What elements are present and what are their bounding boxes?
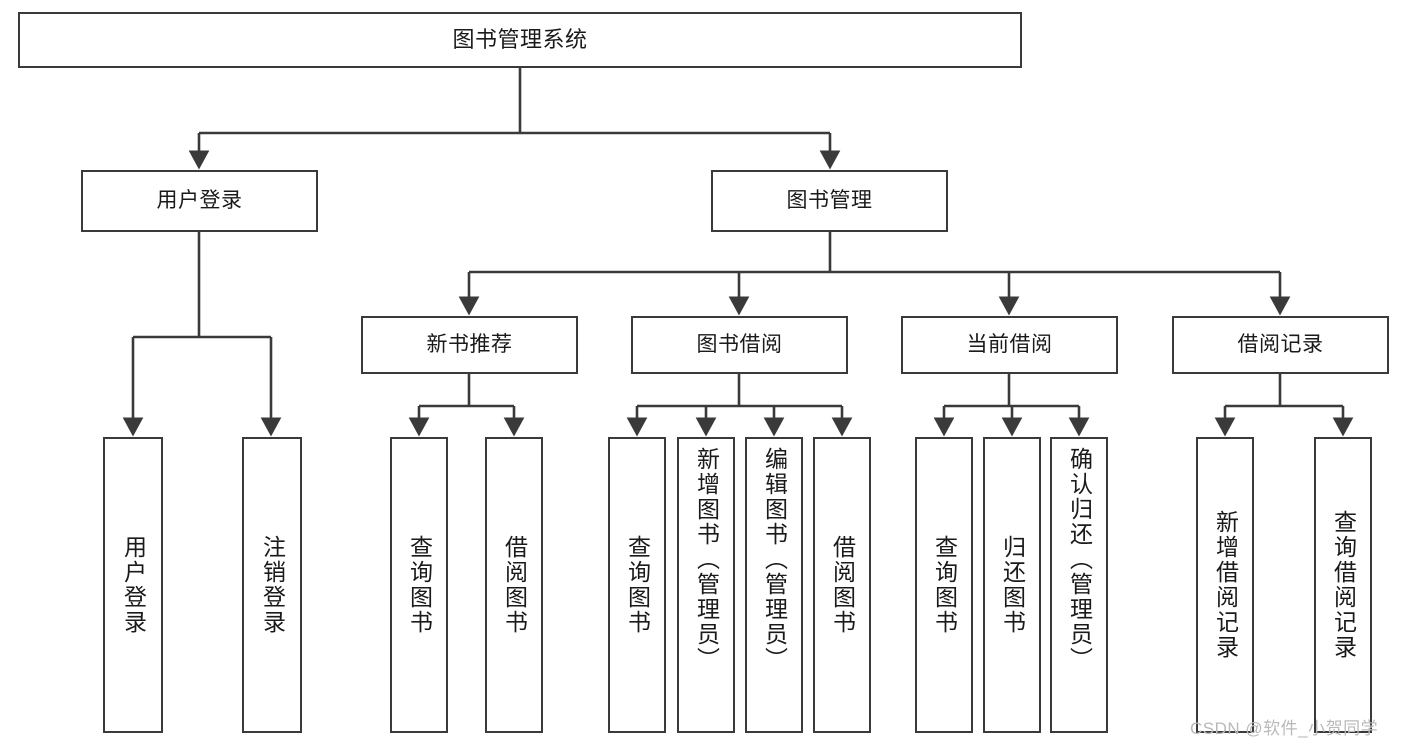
node-borrow-record-label: 借阅记录 (1237, 332, 1324, 356)
node-leaf-query-borrow-record[interactable]: 查询借阅记录 (1314, 437, 1372, 733)
node-leaf-confirm-return-admin-label: 确认归还（管理员） (1066, 447, 1093, 672)
node-user-login[interactable]: 用户登录 (81, 170, 318, 232)
node-root[interactable]: 图书管理系统 (18, 12, 1022, 68)
node-root-label: 图书管理系统 (452, 27, 588, 53)
node-leaf-edit-book-admin-label: 编辑图书（管理员） (761, 447, 788, 672)
csdn-watermark: CSDN @软件_小贺同学 (1190, 719, 1379, 738)
node-leaf-borrow-book-1[interactable]: 借阅图书 (485, 437, 543, 733)
node-new-book-recommend-label: 新书推荐 (426, 332, 513, 356)
node-leaf-add-book-admin-label: 新增图书（管理员） (693, 447, 720, 672)
node-leaf-query-book-2[interactable]: 查询图书 (608, 437, 666, 733)
node-leaf-edit-book-admin[interactable]: 编辑图书（管理员） (745, 437, 803, 733)
node-leaf-confirm-return-admin[interactable]: 确认归还（管理员） (1050, 437, 1108, 733)
node-book-borrow-label: 图书借阅 (696, 332, 783, 356)
node-borrow-record[interactable]: 借阅记录 (1172, 316, 1389, 374)
node-book-borrow[interactable]: 图书借阅 (631, 316, 848, 374)
node-leaf-return-book-label: 归还图书 (999, 535, 1026, 635)
node-leaf-query-borrow-record-label: 查询借阅记录 (1330, 510, 1357, 660)
node-leaf-user-login[interactable]: 用户登录 (103, 437, 163, 733)
node-leaf-query-book-1-label: 查询图书 (406, 535, 433, 635)
node-leaf-query-book-1[interactable]: 查询图书 (390, 437, 448, 733)
node-leaf-logout-login-label: 注销登录 (259, 535, 286, 635)
node-current-borrow-label: 当前借阅 (966, 332, 1053, 356)
node-leaf-query-book-3[interactable]: 查询图书 (915, 437, 973, 733)
node-book-management-label: 图书管理 (786, 188, 873, 212)
node-user-login-label: 用户登录 (156, 188, 243, 212)
node-current-borrow[interactable]: 当前借阅 (901, 316, 1118, 374)
node-leaf-add-book-admin[interactable]: 新增图书（管理员） (677, 437, 735, 733)
node-leaf-return-book[interactable]: 归还图书 (983, 437, 1041, 733)
node-leaf-add-borrow-record-label: 新增借阅记录 (1212, 510, 1239, 660)
node-leaf-borrow-book-2-label: 借阅图书 (829, 535, 856, 635)
node-book-management[interactable]: 图书管理 (711, 170, 948, 232)
node-leaf-add-borrow-record[interactable]: 新增借阅记录 (1196, 437, 1254, 733)
node-leaf-user-login-label: 用户登录 (120, 535, 147, 635)
node-leaf-query-book-3-label: 查询图书 (931, 535, 958, 635)
node-leaf-logout-login[interactable]: 注销登录 (242, 437, 302, 733)
node-leaf-query-book-2-label: 查询图书 (624, 535, 651, 635)
node-new-book-recommend[interactable]: 新书推荐 (361, 316, 578, 374)
node-leaf-borrow-book-2[interactable]: 借阅图书 (813, 437, 871, 733)
node-leaf-borrow-book-1-label: 借阅图书 (501, 535, 528, 635)
